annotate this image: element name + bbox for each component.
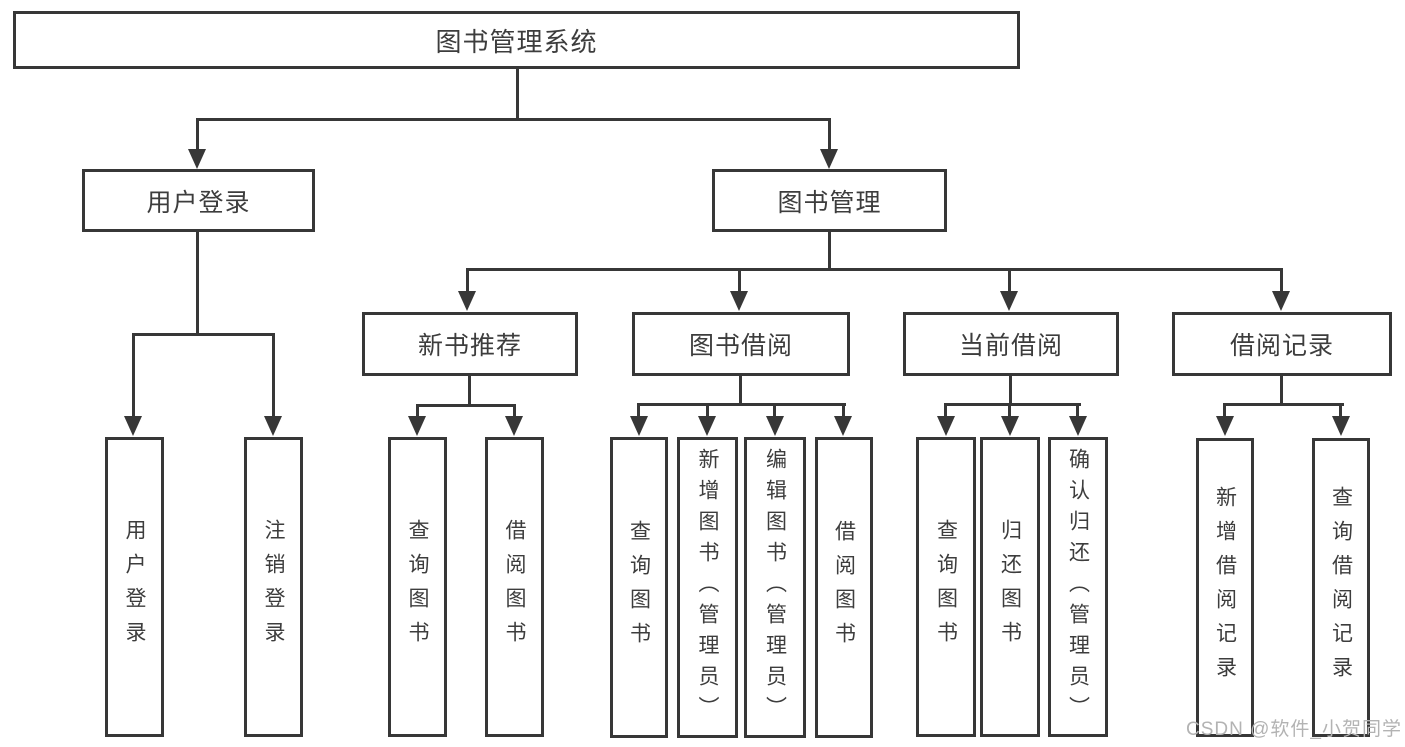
node-label: 用户登录 [146, 188, 251, 217]
node-label: 新增借阅记录 [1213, 485, 1237, 690]
connector-line [196, 118, 199, 152]
node-label: 借阅图书 [832, 519, 856, 656]
connector-line [466, 268, 1283, 271]
node-logout: 注销登录 [244, 437, 303, 737]
node-label: 新书推荐 [417, 332, 522, 360]
node-borrow-books-recommendation: 借阅图书 [485, 437, 544, 737]
arrow-down-icon [834, 416, 852, 436]
node-label: 编辑图书（管理员） [763, 448, 787, 727]
node-label: 借阅图书 [503, 519, 526, 655]
node-label: 当前借阅 [958, 332, 1063, 360]
arrow-down-icon [630, 416, 648, 436]
node-new-book-recommendation: 新书推荐 [362, 312, 578, 376]
node-add-borrow-record: 新增借阅记录 [1196, 438, 1254, 737]
node-label: 查询图书 [934, 519, 958, 655]
arrow-down-icon [937, 416, 955, 436]
node-label: 查询图书 [406, 519, 429, 655]
node-borrowing-records: 借阅记录 [1172, 312, 1392, 376]
arrow-down-icon [505, 416, 523, 436]
node-add-books-admin: 新增图书（管理员） [677, 437, 738, 738]
arrow-down-icon [820, 149, 838, 169]
arrow-down-icon [1069, 416, 1087, 436]
connector-line [738, 271, 741, 293]
node-label: 用户登录 [123, 519, 146, 655]
arrow-down-icon [1001, 416, 1019, 436]
node-label: 确认归还（管理员） [1066, 447, 1090, 727]
arrow-down-icon [188, 149, 206, 169]
node-login: 用户登录 [105, 437, 164, 737]
node-user-login: 用户登录 [82, 169, 315, 232]
node-label: 新增图书（管理员） [696, 448, 719, 727]
connector-line [1009, 376, 1012, 405]
node-book-management: 图书管理 [712, 169, 947, 232]
node-search-borrow-record: 查询借阅记录 [1312, 438, 1370, 737]
node-search-books-recommendation: 查询图书 [388, 437, 447, 737]
node-label: 图书管理系统 [435, 26, 598, 57]
connector-line [1008, 403, 1011, 418]
connector-line [842, 403, 845, 418]
node-edit-books-admin: 编辑图书（管理员） [744, 437, 806, 738]
connector-line [1280, 376, 1283, 405]
connector-line [272, 333, 275, 418]
node-label: 归还图书 [998, 519, 1022, 655]
arrow-down-icon [458, 291, 476, 311]
connector-line [1008, 271, 1011, 293]
arrow-down-icon [730, 291, 748, 311]
node-label: 图书借阅 [688, 332, 793, 360]
arrow-down-icon [698, 416, 716, 436]
connector-line [944, 403, 1081, 406]
node-borrow-books-borrowing: 借阅图书 [815, 437, 873, 738]
node-label: 注销登录 [262, 519, 285, 655]
connector-line [828, 118, 831, 152]
connector-line [513, 404, 516, 418]
connector-line [828, 232, 831, 271]
arrow-down-icon [766, 416, 784, 436]
connector-line [196, 232, 199, 334]
arrow-down-icon [1216, 416, 1234, 436]
connector-line [637, 403, 846, 406]
node-label: 查询图书 [627, 519, 651, 656]
connector-line [516, 69, 519, 119]
connector-line [706, 403, 709, 418]
node-library-management-system: 图书管理系统 [13, 11, 1020, 69]
arrow-down-icon [124, 416, 142, 436]
connector-line [468, 376, 471, 406]
arrow-down-icon [1000, 291, 1018, 311]
arrow-down-icon [264, 416, 282, 436]
node-book-borrowing: 图书借阅 [632, 312, 850, 376]
arrow-down-icon [1332, 416, 1350, 436]
connector-line [1223, 403, 1226, 418]
connector-line [637, 403, 640, 418]
connector-line [132, 333, 275, 336]
node-label: 查询借阅记录 [1329, 485, 1353, 690]
connector-line [132, 333, 135, 418]
connector-line [466, 271, 469, 293]
node-confirm-return-admin: 确认归还（管理员） [1048, 437, 1108, 737]
node-current-borrowing: 当前借阅 [903, 312, 1119, 376]
connector-line [196, 118, 831, 121]
connector-line [1280, 271, 1283, 293]
connector-line [1339, 403, 1342, 418]
connector-line [416, 404, 516, 407]
connector-line [416, 404, 419, 418]
node-label: 图书管理 [777, 188, 882, 217]
connector-line [944, 403, 947, 418]
connector-line [1076, 403, 1079, 418]
node-search-books-current: 查询图书 [916, 437, 976, 737]
connector-line [739, 376, 742, 405]
connector-line [1223, 403, 1344, 406]
csdn-watermark: CSDN @软件_小贺同学 [1186, 719, 1402, 740]
arrow-down-icon [408, 416, 426, 436]
node-label: 借阅记录 [1229, 332, 1334, 360]
node-search-books-borrowing: 查询图书 [610, 437, 668, 738]
connector-line [773, 403, 776, 418]
arrow-down-icon [1272, 291, 1290, 311]
node-return-books: 归还图书 [980, 437, 1040, 737]
